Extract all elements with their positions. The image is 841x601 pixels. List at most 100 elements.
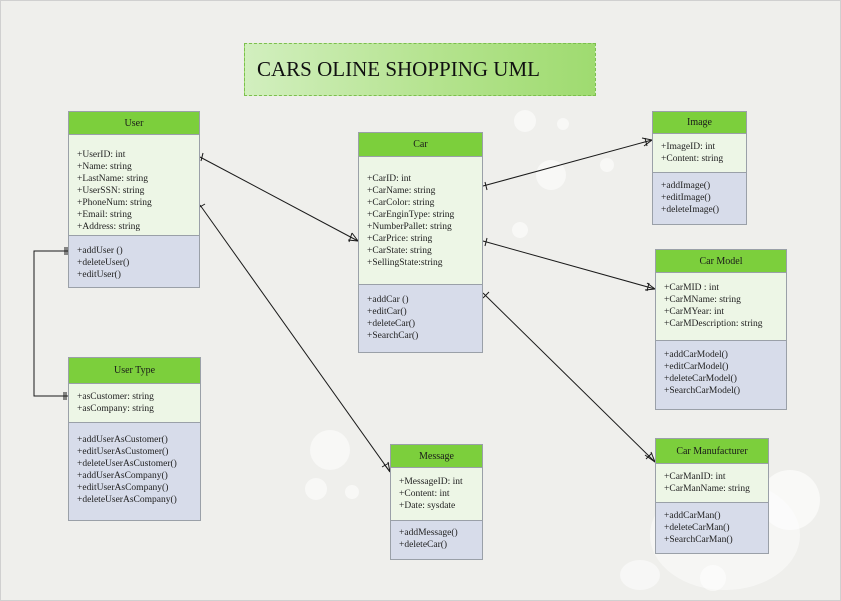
class-user[interactable]: User +UserID: int +Name: string +LastName:… — [68, 111, 200, 288]
class-user-type-name: User Type — [69, 358, 200, 384]
attribute-row: +CarName: string — [367, 186, 436, 196]
operation-row: +editUser() — [77, 270, 121, 280]
class-image-name: Image — [653, 112, 746, 134]
background-bubble — [557, 118, 569, 130]
class-user-type[interactable]: User Type +asCustomer: string +asCompany:… — [68, 357, 201, 521]
assoc-car-image — [482, 139, 653, 187]
background-bubble — [600, 158, 614, 172]
background-bubble — [760, 470, 820, 530]
class-user-operations: +addUser () +deleteUser() +editUser() — [69, 236, 199, 287]
attribute-row: +CarPrice: string — [367, 234, 433, 244]
operation-row: +deleteUser() — [77, 258, 130, 268]
attribute-row: +asCustomer: string — [77, 392, 154, 402]
assoc-user-car-tick2 — [348, 232, 353, 243]
assoc-user-message-tick2 — [381, 462, 390, 468]
class-car-operations: +addCar () +editCar() +deleteCar() +SearchC… — [359, 285, 482, 352]
attribute-row: +LastName: string — [77, 174, 149, 184]
operation-row: +editCarModel() — [664, 362, 729, 372]
class-car-manufacturer-operations: +addCarMan()+deleteCarMan()+SearchCarMan… — [656, 503, 768, 553]
operation-row: +deleteCar() — [367, 319, 416, 329]
operation-row: +addCar () — [367, 295, 409, 305]
assoc-user-usertype — [33, 250, 69, 397]
class-image-operations: +addImage() +editImage() +deleteImage() — [653, 173, 746, 224]
class-image-attributes: +ImageID: int +Content: string — [653, 134, 746, 173]
class-car-manufacturer[interactable]: Car Manufacturer +CarManID: int+CarManNa… — [655, 438, 769, 554]
background-bubble — [345, 485, 359, 499]
operation-row: +deleteCarModel() — [664, 374, 737, 384]
attribute-row: +CarColor: string — [367, 198, 435, 208]
operation-row: +deleteUserAsCustomer() — [77, 459, 177, 469]
class-image[interactable]: Image +ImageID: int +Content: string +add… — [652, 111, 747, 225]
attribute-row: +Date: sysdate — [399, 501, 456, 511]
attribute-row: +UserID: int — [77, 150, 126, 160]
operation-row: +deleteCarMan() — [664, 523, 730, 533]
attribute-row: +Address: string — [77, 222, 141, 232]
operation-row: +deleteImage() — [661, 205, 720, 215]
assoc-car-carmanufacturer — [482, 292, 656, 463]
class-user-type-attributes: +asCustomer: string +asCompany: string — [69, 384, 200, 423]
attribute-row: +CarManID: int — [664, 472, 726, 482]
background-bubble — [514, 110, 536, 132]
class-message[interactable]: Message +MessageID: int+Content: int+Dat… — [390, 444, 483, 560]
attribute-row: +Content: string — [661, 154, 724, 164]
attribute-row: +NumberPallet: string — [367, 222, 452, 232]
operation-row: +editImage() — [661, 193, 711, 203]
class-car-manufacturer-attributes: +CarManID: int+CarManName: string — [656, 464, 768, 503]
assoc-car-carmanufacturer-tick2 — [645, 452, 653, 460]
attribute-row: +CarMID : int — [664, 283, 719, 293]
operation-row: +addUserAsCustomer() — [77, 435, 168, 445]
operation-row: +addUser () — [77, 246, 123, 256]
attribute-row: +Name: string — [77, 162, 132, 172]
attribute-row: +CarMName: string — [664, 295, 741, 305]
operation-row: +SearchCarModel() — [664, 386, 741, 396]
assoc-user-car — [199, 156, 359, 242]
class-user-name: User — [69, 112, 199, 135]
attribute-row: +CarEnginType: string — [367, 210, 455, 220]
operation-row: +addCarMan() — [664, 511, 721, 521]
assoc-car-carmanufacturer-tick — [482, 291, 490, 299]
attribute-row: +asCompany: string — [77, 404, 154, 414]
operation-row: +addCarModel() — [664, 350, 728, 360]
operation-row: +addImage() — [661, 181, 711, 191]
attribute-row: +CarMYear: int — [664, 307, 725, 317]
class-car-model-operations: +addCarModel() +editCarModel() +deleteCarM… — [656, 341, 786, 409]
class-car-manufacturer-name: Car Manufacturer — [656, 439, 768, 464]
attribute-row: +CarID: int — [367, 174, 412, 184]
class-message-operations: +addMessage() +deleteCar() — [391, 521, 482, 559]
attribute-row: +Email: string — [77, 210, 132, 220]
attribute-row: +CarMDescription: string — [664, 319, 763, 329]
background-bubble — [512, 222, 528, 238]
diagram-title-text: CARS OLINE SHOPPING UML — [257, 57, 540, 81]
attribute-row: +ImageID: int — [661, 142, 716, 152]
attribute-row: +PhoneNum: string — [77, 198, 152, 208]
class-user-attributes: +UserID: int +Name: string +LastName: stri… — [69, 135, 199, 236]
assoc-user-message — [199, 204, 391, 473]
assoc-car-image-tick — [484, 181, 488, 191]
class-car[interactable]: Car +CarID: int +CarName: string +CarColor… — [358, 132, 483, 353]
operation-row: +editUserAsCompany() — [77, 483, 169, 493]
operation-row: +SearchCar() — [367, 331, 419, 341]
class-car-model[interactable]: Car Model +CarMID : int+CarMName: string… — [655, 249, 787, 410]
class-message-attributes: +MessageID: int+Content: int+Date: sysda… — [391, 468, 482, 521]
operation-row: +deleteCar() — [399, 540, 448, 550]
attribute-row: +MessageID: int — [399, 477, 463, 487]
operation-row: +addUserAsCompany() — [77, 471, 168, 481]
assoc-user-car-tick — [200, 152, 204, 162]
class-user-type-operations: +addUserAsCustomer() +editUserAsCustomer(… — [69, 423, 200, 520]
class-car-model-attributes: +CarMID : int +CarMName: string +CarMYear:… — [656, 273, 786, 341]
operation-row: +editCar() — [367, 307, 407, 317]
class-message-name: Message — [391, 445, 482, 468]
assoc-car-carmodel — [482, 240, 656, 290]
background-bubble — [700, 565, 726, 591]
assoc-car-carmodel-tick2 — [646, 282, 650, 292]
attribute-row: +CarState: string — [367, 246, 432, 256]
background-bubble — [305, 478, 327, 500]
operation-row: +deleteUserAsCompany() — [77, 495, 177, 505]
operation-row: +addMessage() — [399, 528, 458, 538]
background-bubble — [620, 560, 660, 590]
background-bubble — [310, 430, 350, 470]
assoc-car-image-tick2 — [644, 137, 648, 147]
class-car-name: Car — [359, 133, 482, 157]
operation-row: +editUserAsCustomer() — [77, 447, 169, 457]
